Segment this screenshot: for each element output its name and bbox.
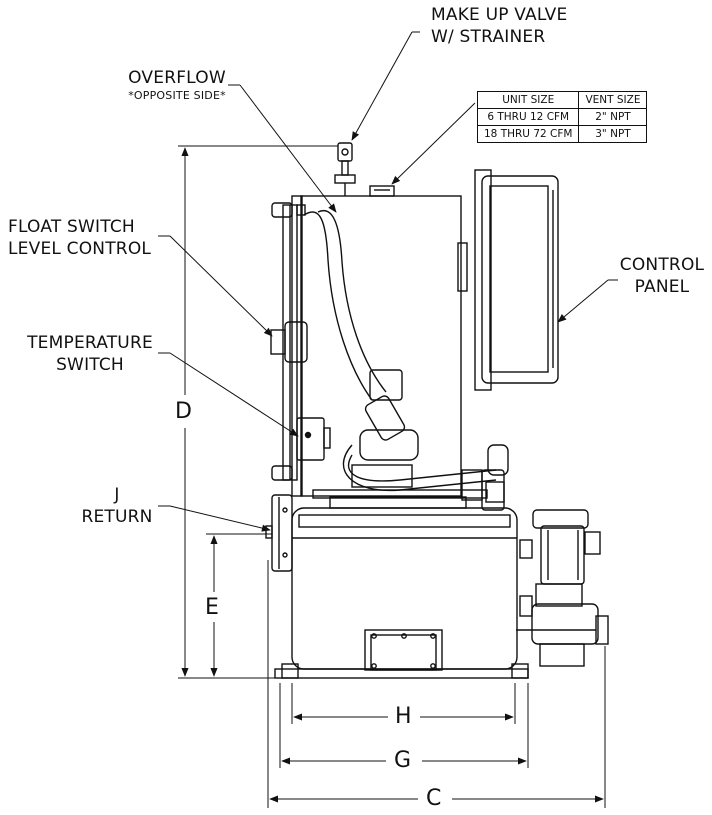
vent-table-cell: 2" NPT [578, 108, 648, 126]
vent-table-header: UNIT SIZE VENT SIZE [476, 91, 648, 109]
return-flange [265, 494, 293, 572]
vent-table-header-cell: UNIT SIZE [476, 91, 580, 109]
vent-table-cell: 18 THRU 72 CFM [476, 125, 580, 143]
label-return-line1: J [114, 485, 120, 505]
label-float-switch-line2: LEVEL CONTROL [8, 239, 152, 259]
label-temperature-switch-line2: SWITCH [56, 355, 124, 375]
vent-table-header-cell: VENT SIZE [578, 91, 648, 109]
label-control-panel-line2: PANEL [634, 277, 690, 297]
dimension-lines [178, 145, 606, 808]
dimension-g: G [392, 748, 414, 773]
label-control-panel-line1: CONTROL [619, 255, 705, 275]
label-return-line2: RETURN [81, 507, 153, 527]
circulation-pump [342, 369, 497, 492]
label-temperature-switch-line1: TEMPERATURE [27, 333, 153, 353]
temperature-switch [296, 417, 331, 461]
label-float-switch: FLOAT SWITCH LEVEL CONTROL [8, 216, 151, 260]
vent-size-table: UNIT SIZE VENT SIZE 6 THRU 12 CFM 2" NPT… [476, 91, 648, 143]
overflow-hose [303, 209, 387, 401]
label-make-up-valve-line2: W/ STRAINER [431, 27, 546, 47]
control-panel [474, 169, 559, 391]
label-return: J RETURN [70, 484, 164, 528]
vent-table-cell: 3" NPT [578, 125, 648, 143]
vent-table-row: 18 THRU 72 CFM 3" NPT [476, 125, 648, 143]
label-control-panel: CONTROL PANEL [614, 254, 710, 298]
side-fittings [457, 242, 509, 511]
dimension-e: E [203, 595, 221, 620]
leader-lines [158, 31, 618, 532]
label-overflow: OVERFLOW *OPPOSITE SIDE* [118, 67, 236, 102]
vent-table-cell: 6 THRU 12 CFM [476, 108, 580, 126]
make-up-valve [334, 142, 356, 196]
dimension-d: D [173, 399, 194, 424]
label-temperature-switch: TEMPERATURE SWITCH [18, 332, 162, 376]
label-make-up-valve: MAKE UP VALVE W/ STRAINER [431, 4, 567, 48]
label-overflow-note: *OPPOSITE SIDE* [128, 89, 226, 102]
label-float-switch-line1: FLOAT SWITCH [8, 217, 135, 237]
label-overflow-title: OVERFLOW [128, 68, 226, 88]
dimension-c: C [424, 786, 444, 811]
label-make-up-valve-line1: MAKE UP VALVE [431, 5, 568, 25]
reservoir-tank [274, 507, 529, 679]
side-pump-motor [516, 509, 609, 667]
vent-table-row: 6 THRU 12 CFM 2" NPT [476, 108, 648, 126]
dimension-h: H [393, 704, 414, 729]
upper-tank [291, 185, 488, 509]
